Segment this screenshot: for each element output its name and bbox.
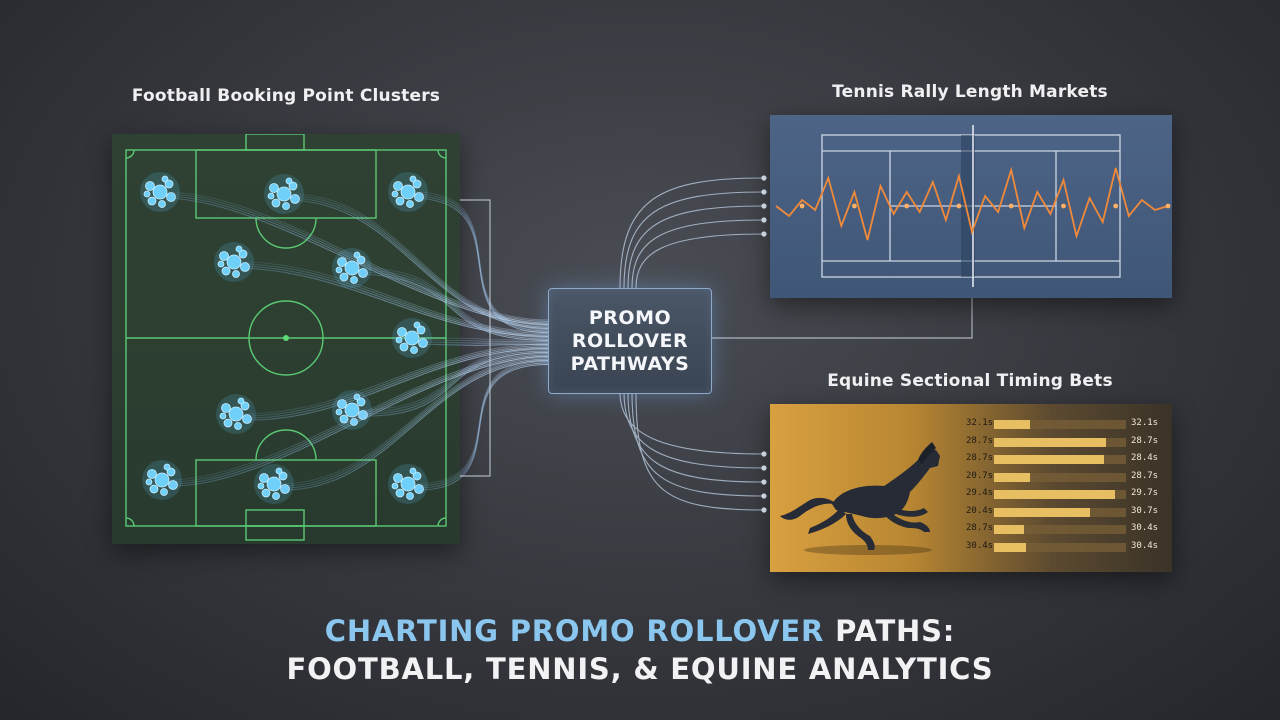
hub-line-2: ROLLOVER [571, 329, 689, 352]
headline-line-2: FOOTBALL, TENNIS, & EQUINE ANALYTICS [286, 652, 994, 686]
center-spot [283, 335, 289, 341]
flow-endpoints [761, 175, 767, 513]
sectional-bar-track [994, 507, 1126, 517]
hub-line-3: PATHWAYS [570, 352, 690, 375]
sectional-time-left: 29.4s [966, 488, 994, 498]
sectional-time-right: 28.7s [1131, 470, 1159, 481]
booking-cluster [332, 390, 372, 430]
page-headline: CHARTING PROMO ROLLOVER PATHS: FOOTBALL,… [0, 612, 1280, 688]
sectional-bar-track [994, 525, 1126, 534]
rally-points [799, 203, 1171, 209]
sectional-bar-track [994, 472, 1126, 482]
sectional-time-right: 32.1s [1131, 418, 1159, 428]
booking-cluster [254, 464, 294, 504]
sectional-row: 20.4s 30.7s [770, 506, 1172, 522]
football-panel-title: Football Booking Point Clusters [131, 86, 441, 106]
sectional-time-right: 30.4s [1131, 540, 1159, 551]
sectional-time-left: 30.4s [966, 540, 994, 551]
booking-cluster [388, 464, 428, 504]
sectional-time-right: 28.7s [1131, 435, 1159, 446]
sectional-row: 28.7s 28.7s [770, 436, 1172, 452]
sectional-bar-fill [994, 455, 1104, 464]
sectional-time-right: 30.7s [1131, 505, 1159, 516]
net-shadow [961, 135, 975, 277]
booking-cluster [214, 242, 254, 282]
booking-cluster [388, 172, 428, 212]
tennis-rally-diagram [775, 125, 1171, 287]
sectional-time-left: 28.7s [966, 453, 994, 463]
sectional-row: 20.7s 28.7s [770, 471, 1172, 487]
sectional-time-left: 28.7s [966, 435, 994, 446]
sectional-bar-fill [994, 542, 1026, 552]
sectional-time-right: 28.4s [1131, 453, 1159, 463]
sectional-bar-fill [994, 525, 1025, 534]
horse-icon [780, 442, 940, 555]
football-pitch-diagram [125, 133, 447, 541]
sectional-bar-track [994, 420, 1126, 429]
sectional-row: 29.4s 29.7s [770, 488, 1172, 504]
sectional-bar-fill [994, 437, 1107, 447]
sectional-bar-fill [994, 472, 1030, 482]
sectional-time-left: 28.7s [966, 523, 994, 533]
football-pitch-panel [112, 133, 460, 544]
tennis-court-panel [770, 115, 1172, 298]
equine-panel-title: Equine Sectional Timing Bets [827, 371, 1113, 391]
sectional-bar-fill [994, 420, 1030, 429]
sectional-bar-track [994, 455, 1126, 464]
headline-accent: CHARTING PROMO ROLLOVER [324, 614, 825, 648]
tennis-panel-title: Tennis Rally Length Markets [832, 82, 1108, 102]
sectional-time-left: 20.4s [966, 505, 994, 516]
booking-cluster [264, 174, 304, 214]
booking-cluster [332, 248, 372, 288]
promo-rollover-hub: PROMO ROLLOVER PATHWAYS [548, 288, 712, 394]
sectional-time-left: 32.1s [966, 418, 994, 428]
sectional-bar-track [994, 437, 1126, 447]
sectional-bar-fill [994, 507, 1091, 517]
sectional-time-left: 20.7s [966, 470, 994, 481]
sectional-time-right: 30.4s [1131, 523, 1159, 533]
sectional-bar-fill [994, 490, 1116, 499]
sectional-row: 28.7s 30.4s [770, 523, 1172, 539]
headline-line-1-rest: PATHS: [824, 614, 956, 648]
sectional-time-right: 29.7s [1131, 488, 1159, 498]
booking-cluster [216, 394, 256, 434]
hub-line-1: PROMO [588, 306, 672, 329]
sectional-row: 28.7s 28.4s [770, 453, 1172, 469]
booking-cluster [142, 460, 182, 500]
sectional-row: 30.4s 30.4s [770, 541, 1172, 557]
rally-length-wave [775, 166, 1169, 241]
booking-cluster [392, 318, 432, 358]
sectional-row: 32.1s 32.1s [770, 418, 1172, 434]
sectional-bar-track [994, 542, 1126, 552]
booking-cluster [140, 172, 180, 212]
sectional-bar-track [994, 490, 1126, 499]
